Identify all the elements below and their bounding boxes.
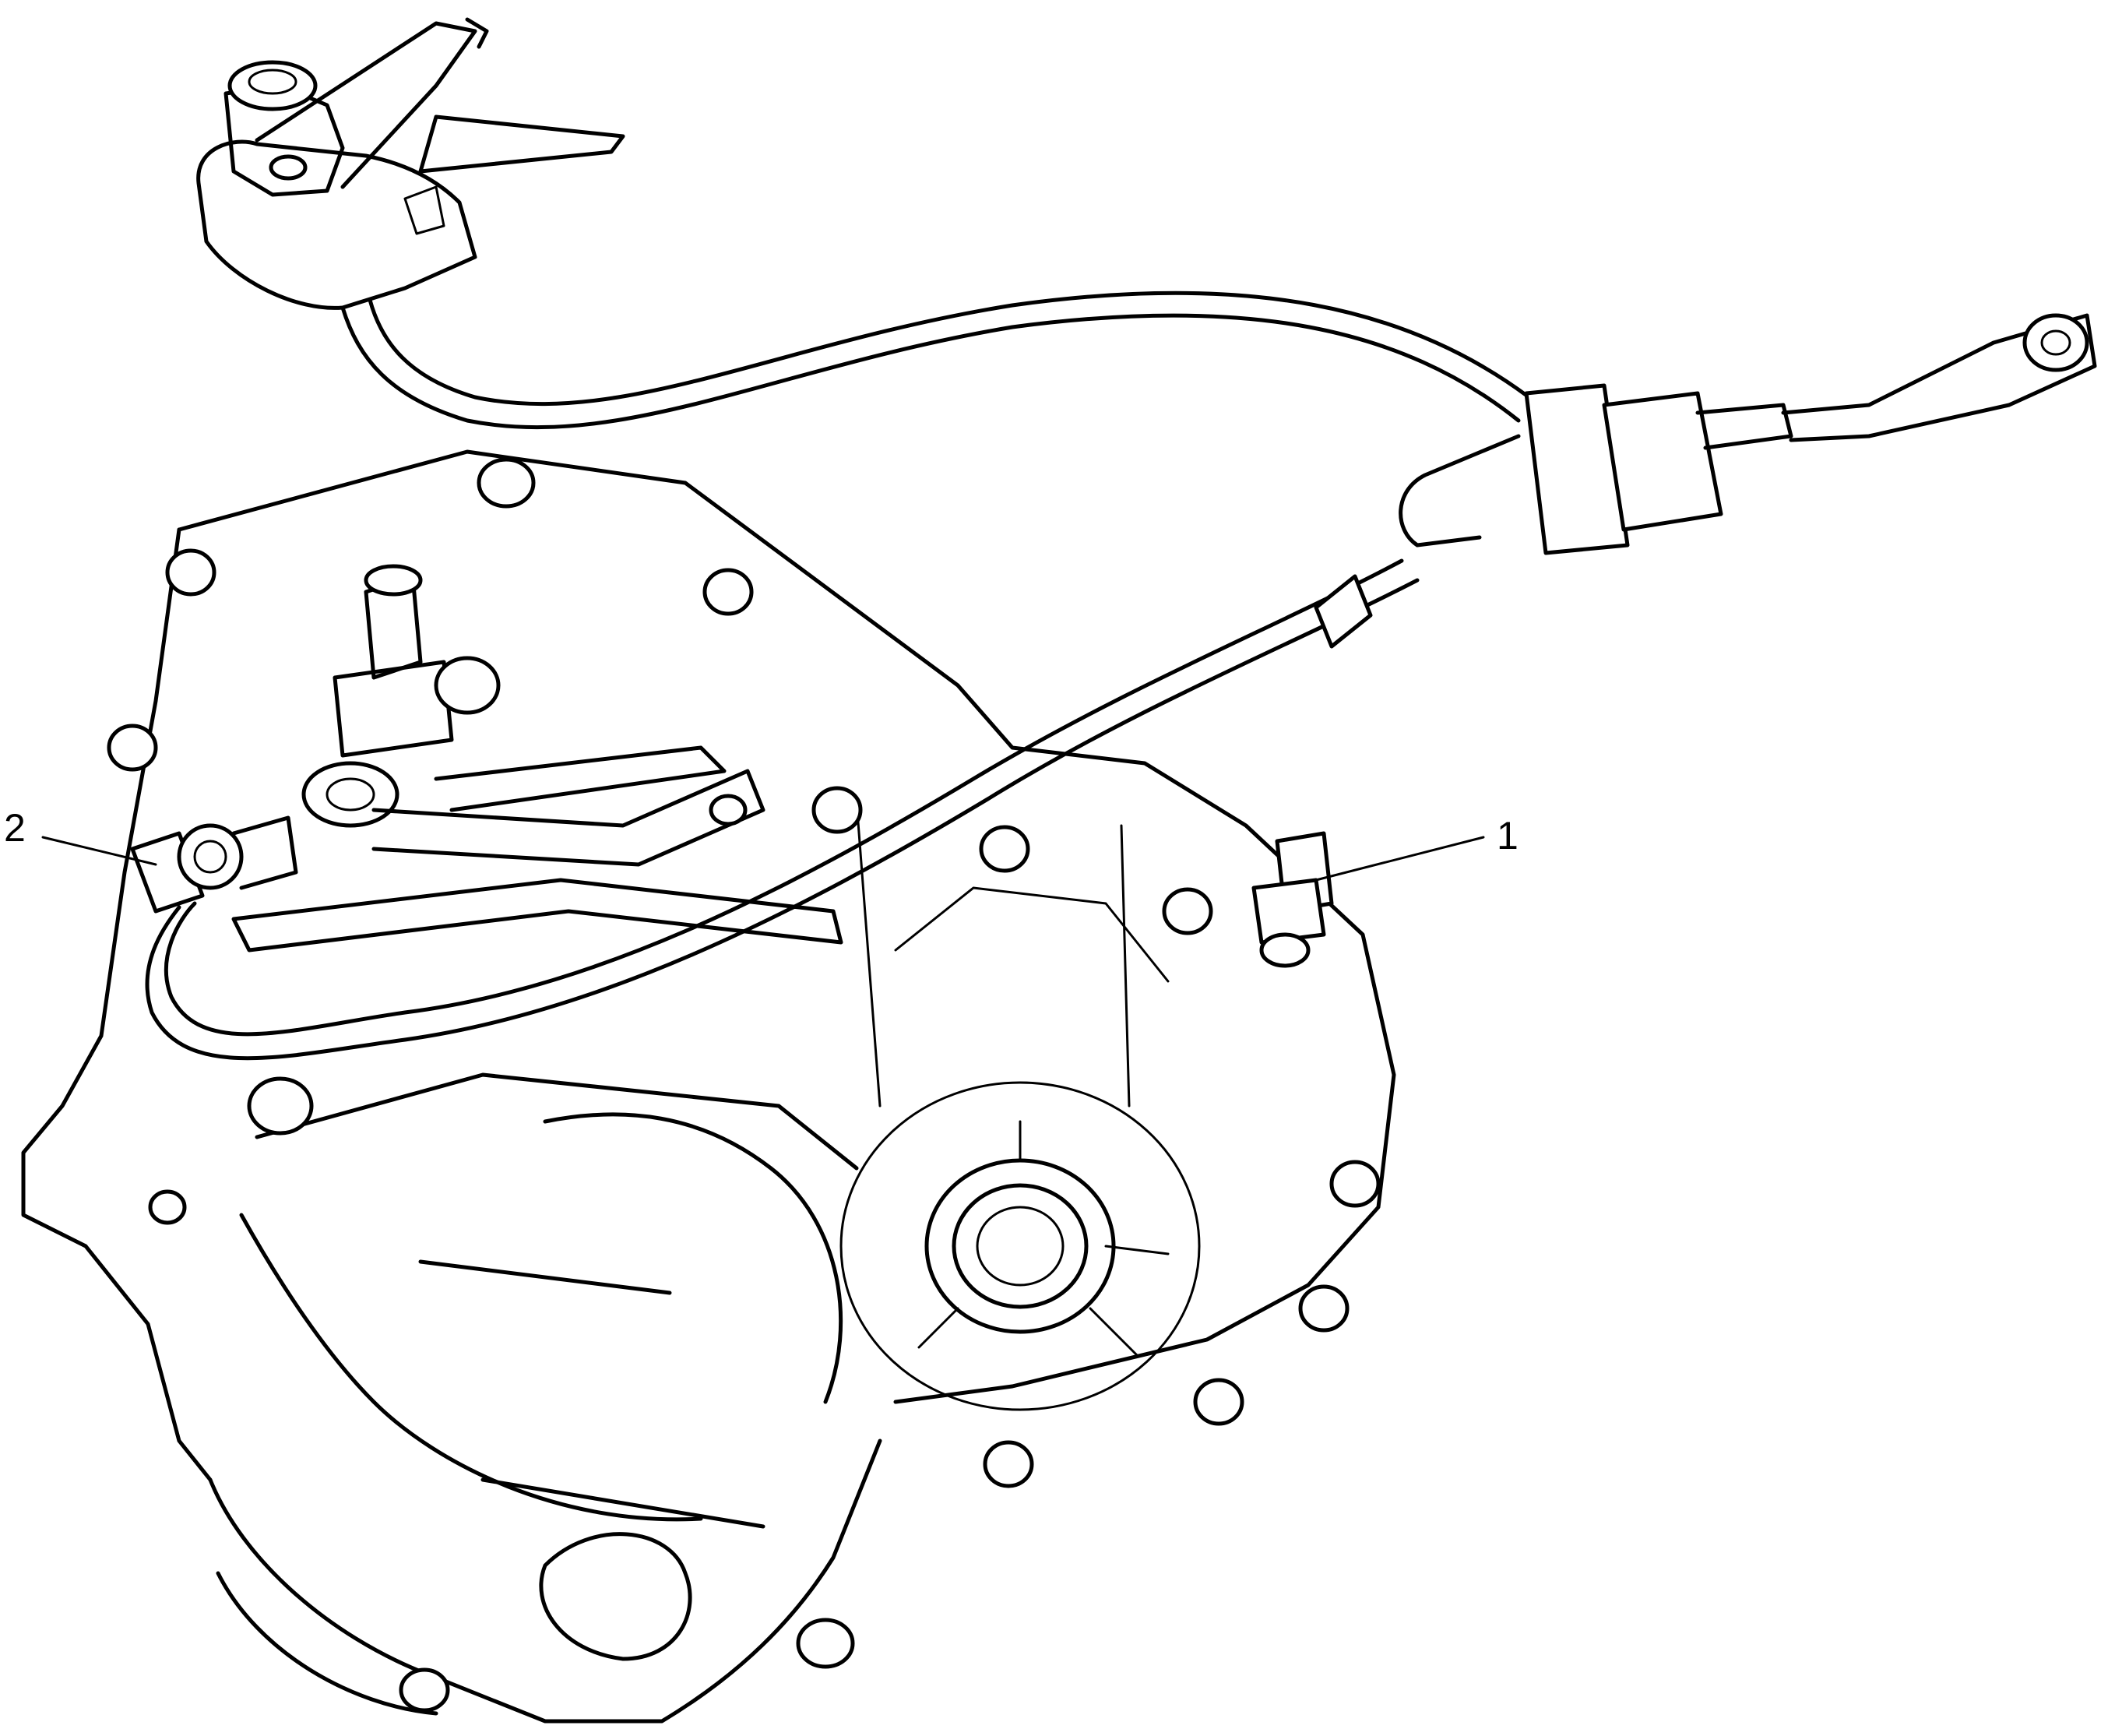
mounting-bolts (107, 457, 1381, 1713)
shift-mechanism (231, 564, 1213, 953)
callout-2-label: 2 (4, 806, 26, 850)
callout-1: 1 (1314, 814, 1519, 882)
transmission-housing (21, 449, 1396, 1724)
pushrod-assembly (1399, 313, 2097, 555)
callout-1-label: 1 (1497, 814, 1519, 857)
clutch-hose-lower (145, 558, 1420, 1061)
callout-2-leader (41, 836, 157, 866)
callout-1-leader (1314, 836, 1485, 882)
sensor-connector-1 (1251, 831, 1334, 968)
output-flange (839, 1081, 1201, 1411)
sensor-connector-2 (130, 815, 298, 914)
callout-2: 2 (4, 806, 157, 866)
clutch-hose-upper (340, 291, 1536, 430)
master-cylinder-assembly (196, 17, 625, 310)
